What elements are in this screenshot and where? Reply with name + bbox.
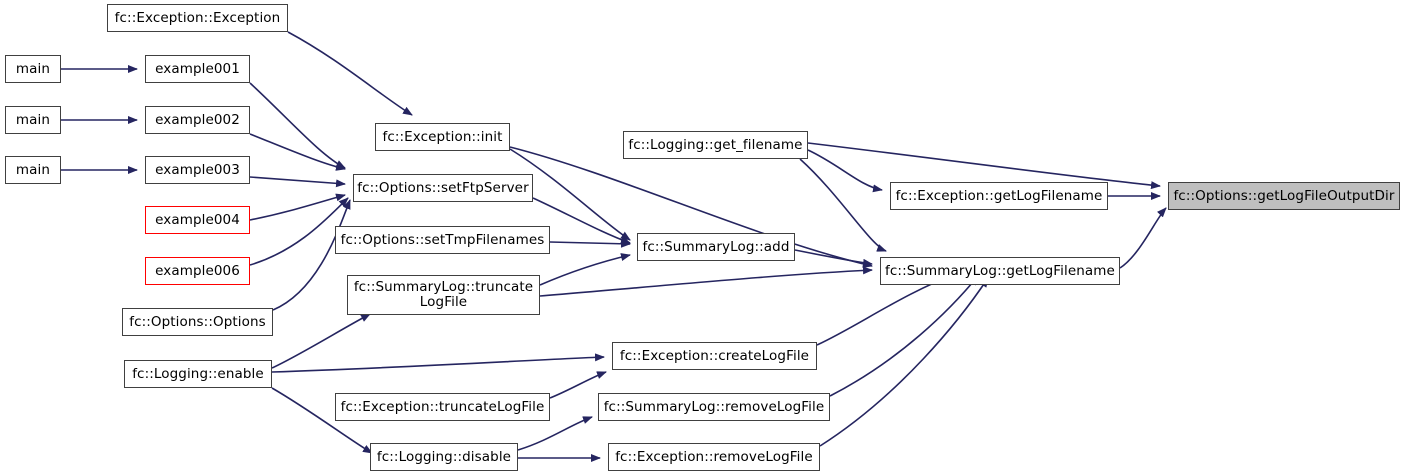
graph-node-logging-disable[interactable]: fc::Logging::disable — [370, 443, 518, 471]
graph-node-logging-get-filename[interactable]: fc::Logging::get_filename — [623, 131, 808, 159]
graph-edge — [271, 313, 371, 369]
graph-node-sum-remove-log-file[interactable]: fc::SummaryLog::removeLogFile — [598, 393, 830, 421]
graph-node-options-ctor[interactable]: fc::Options::Options — [122, 308, 273, 336]
graph-edge — [509, 148, 631, 241]
graph-edge — [271, 353, 605, 373]
graph-node-example001[interactable]: example001 — [145, 55, 250, 83]
graph-edge — [517, 416, 593, 451]
graph-edge — [819, 277, 989, 447]
graph-edge — [799, 158, 887, 252]
graph-edge — [249, 133, 346, 171]
graph-node-summary-truncate[interactable]: fc::SummaryLog::truncate LogFile — [347, 275, 540, 315]
graph-node-exception-ctor[interactable]: fc::Exception::Exception — [107, 4, 288, 32]
graph-node-example002[interactable]: example002 — [145, 106, 250, 134]
graph-edge — [549, 239, 631, 248]
graph-edge — [287, 31, 413, 116]
graph-node-main2[interactable]: main — [5, 106, 61, 134]
graph-node-exc-create-log-file[interactable]: fc::Exception::createLogFile — [612, 342, 817, 370]
graph-edge — [249, 197, 349, 266]
graph-edge — [807, 149, 883, 193]
graph-edge — [249, 176, 346, 188]
graph-edge — [271, 387, 373, 454]
graph-node-exc-remove-log-file[interactable]: fc::Exception::removeLogFile — [608, 443, 820, 471]
graph-node-example004[interactable]: example004 — [145, 206, 250, 234]
graph-edge — [509, 146, 873, 268]
graph-node-example006[interactable]: example006 — [145, 257, 250, 285]
graph-node-set-tmp-filenames[interactable]: fc::Options::setTmpFilenames — [335, 226, 550, 254]
graph-node-exception-init[interactable]: fc::Exception::init — [375, 123, 510, 151]
graph-node-summary-add[interactable]: fc::SummaryLog::add — [637, 233, 795, 261]
graph-node-get-log-out-dir[interactable]: fc::Options::getLogFileOutputDir — [1168, 182, 1400, 210]
graph-edge — [249, 82, 346, 169]
graph-edge — [807, 142, 1161, 190]
graph-node-example003[interactable]: example003 — [145, 156, 250, 184]
graph-node-sum-get-log-filename[interactable]: fc::SummaryLog::getLogFilename — [880, 257, 1120, 285]
graph-node-set-ftp-server[interactable]: fc::Options::setFtpServer — [353, 174, 533, 202]
graph-edge — [1119, 207, 1167, 269]
graph-edge — [539, 253, 631, 286]
graph-edge — [539, 266, 873, 297]
graph-edge — [272, 199, 351, 311]
graph-edge — [549, 371, 607, 399]
graph-edge — [829, 275, 979, 397]
graph-node-exc-truncate[interactable]: fc::Exception::truncateLogFile — [335, 393, 550, 421]
graph-node-main1[interactable]: main — [5, 55, 61, 83]
graph-node-exc-get-log-filename[interactable]: fc::Exception::getLogFilename — [890, 182, 1108, 210]
graph-edge — [532, 197, 631, 244]
graph-edge — [249, 193, 346, 221]
graph-edge — [794, 249, 873, 267]
graph-node-logging-enable[interactable]: fc::Logging::enable — [124, 360, 272, 388]
graph-node-main3[interactable]: main — [5, 156, 61, 184]
